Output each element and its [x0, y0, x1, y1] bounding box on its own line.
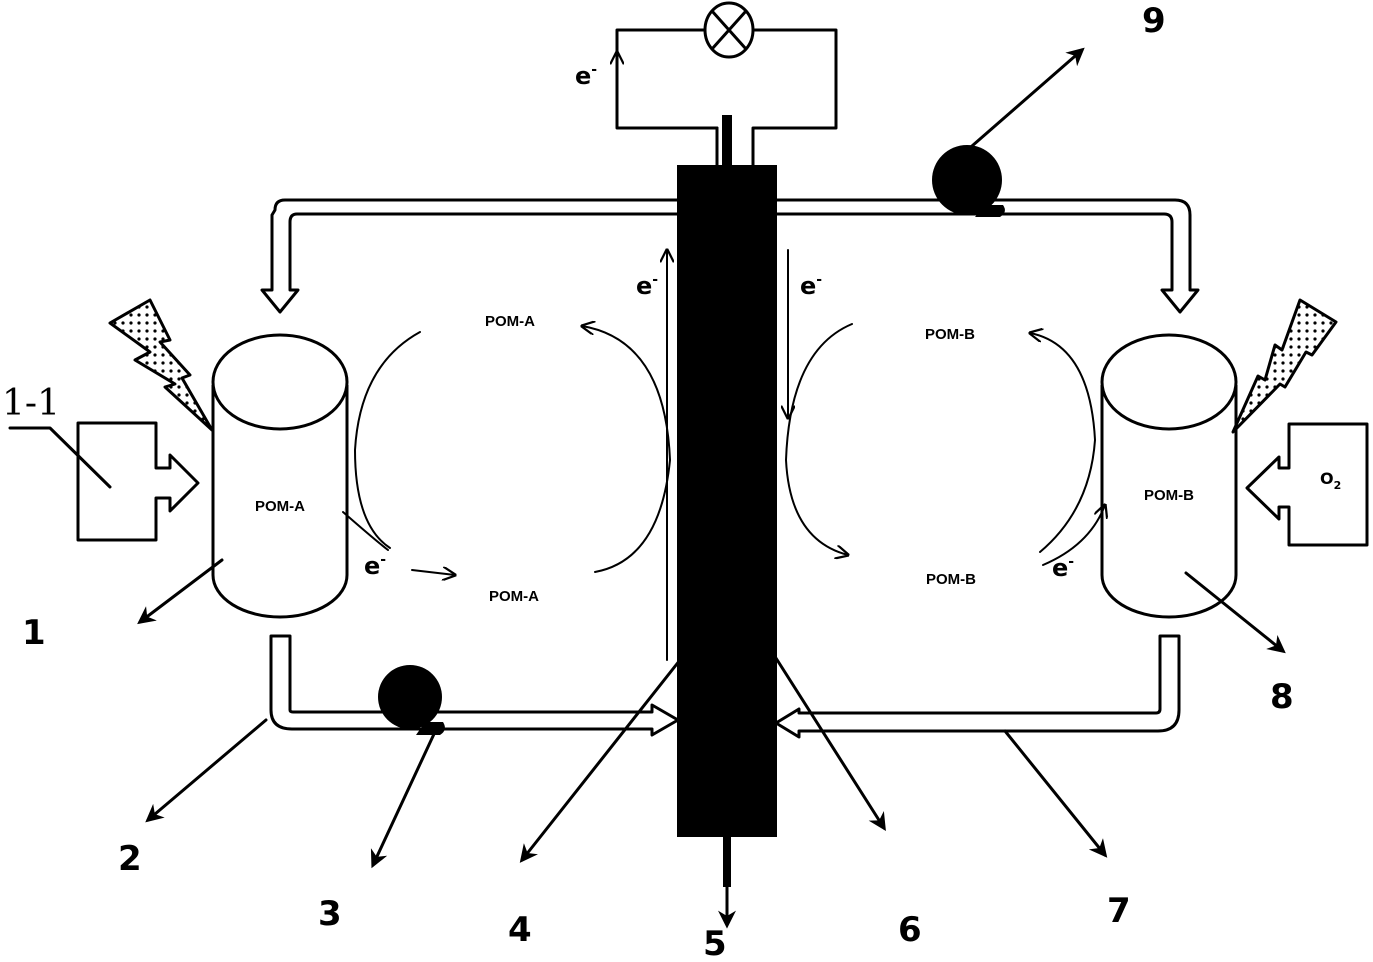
- callout-6: 6: [898, 910, 922, 950]
- left-cycle-bottom-label: POM-A: [489, 588, 539, 605]
- callout-7: 7: [1107, 891, 1131, 931]
- circuit-wire-right: [751, 28, 838, 167]
- right-tank: POM-B: [1100, 333, 1238, 619]
- callout-7-leader: [1003, 729, 1108, 858]
- left-cycle-top-label: POM-A: [485, 313, 535, 330]
- callout-3-leader: [370, 732, 436, 869]
- left-lightning-icon: [108, 298, 214, 432]
- callout-4: 4: [508, 910, 532, 950]
- left-electron-label: e-: [364, 552, 386, 580]
- callout-1-leader: [137, 558, 224, 625]
- left-feed-box: [76, 421, 200, 542]
- oxygen-label: O2: [1320, 469, 1341, 492]
- callout-5: 5: [703, 924, 727, 962]
- callout-9-leader: [970, 47, 1085, 148]
- left-cycle-arc-right: [582, 326, 671, 573]
- callout-2-leader: [145, 718, 268, 823]
- right-cycle-bottom-label: POM-B: [926, 571, 976, 588]
- callout-1: 1: [22, 613, 46, 653]
- pump-top: [932, 145, 1005, 217]
- left-tank-label: POM-A: [255, 498, 305, 515]
- pump-bottom: [378, 665, 445, 735]
- right-bottom-pipe: [774, 634, 1181, 739]
- callout-2: 2: [118, 839, 142, 879]
- right-electron-label: e-: [1052, 554, 1074, 582]
- lamp-icon: [703, 1, 755, 59]
- right-redox-cycle: POM-B POM-B e- e-: [785, 249, 1105, 588]
- callout-3: 3: [318, 894, 342, 934]
- callout-6-leader: [772, 653, 886, 832]
- callout-8-leader: [1184, 571, 1286, 654]
- electrode-terminal-bottom: [723, 837, 731, 887]
- left-bottom-pipe: [269, 634, 680, 737]
- callout-9: 9: [1142, 1, 1166, 41]
- right-electron-arrow: [1042, 505, 1105, 566]
- circuit-electron-label: e-: [575, 62, 597, 90]
- callout-leaders: [137, 47, 1286, 869]
- callout-8: 8: [1270, 677, 1294, 717]
- electrode-terminal-top: [722, 115, 732, 165]
- right-cycle-arc-right: [1030, 333, 1096, 553]
- right-cycle-arc-left: [785, 323, 853, 555]
- left-redox-cycle: POM-A POM-A e- e-: [342, 250, 671, 661]
- right-tank-label: POM-B: [1144, 487, 1194, 504]
- external-circuit: e-: [575, 1, 838, 167]
- left-cycle-arc-outer: [354, 331, 421, 549]
- circuit-wire-left: [615, 28, 719, 130]
- top-return-pipe: [260, 198, 1200, 314]
- right-electrode-electron-label: e-: [800, 272, 822, 300]
- left-electrode-electron-label: e-: [636, 272, 658, 300]
- callout-4-leader: [519, 658, 682, 863]
- right-oxygen-box: O2: [1245, 422, 1369, 547]
- callout-1-1-leader: [8, 426, 112, 489]
- left-electron-arrow: [411, 570, 455, 575]
- left-tank: POM-A: [211, 333, 349, 619]
- membrane-electrode-assembly: [677, 165, 777, 929]
- electrode-membrane: [677, 165, 777, 837]
- callout-1-1: 1-1: [2, 383, 60, 424]
- right-lightning-icon: [1231, 298, 1338, 434]
- right-cycle-top-label: POM-B: [925, 326, 975, 343]
- left-tank-electron-line: [342, 511, 389, 551]
